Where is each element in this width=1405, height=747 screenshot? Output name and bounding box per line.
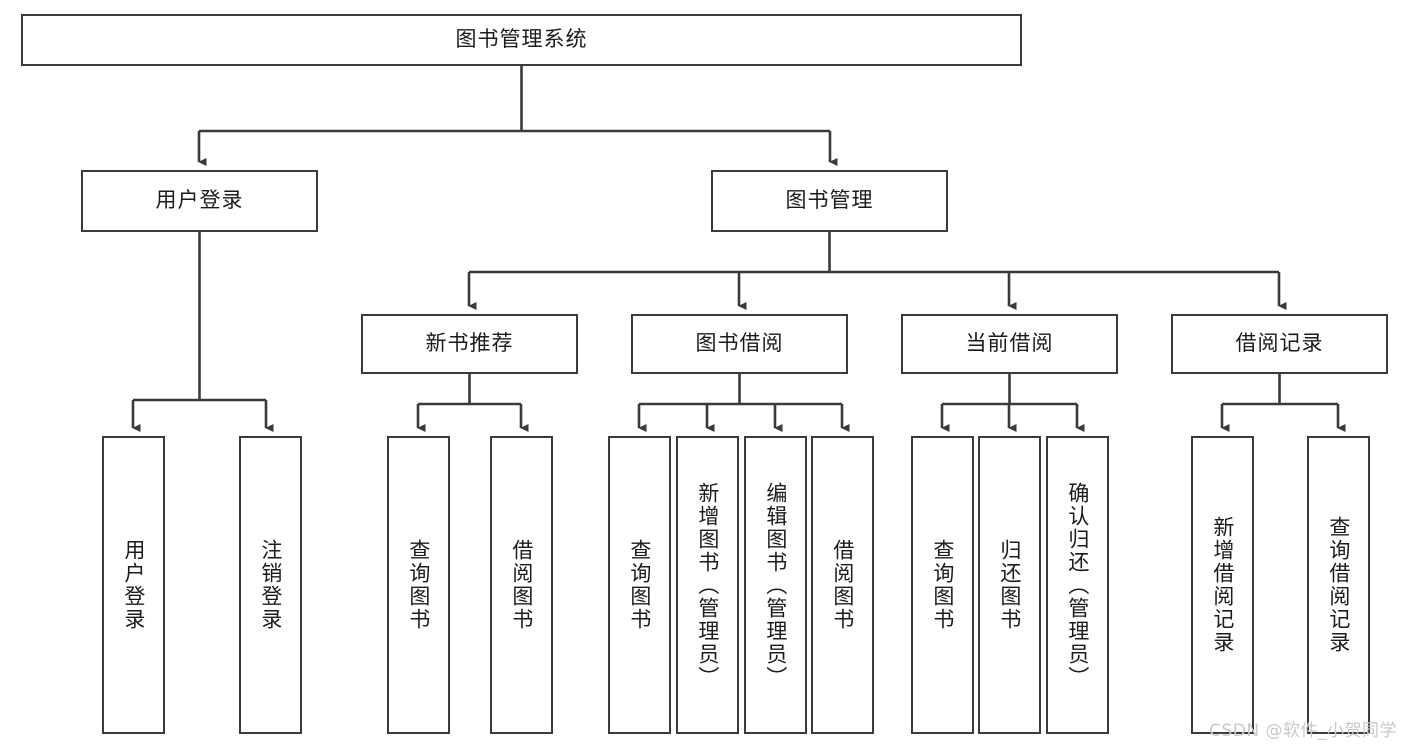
node-leaf-query-book-3[interactable]: 查询图书 (911, 436, 974, 734)
node-leaf-add-borrow-record[interactable]: 新增借阅记录 (1191, 436, 1254, 734)
node-label: 图书借阅 (695, 331, 784, 356)
node-label: 用户登录 (121, 539, 146, 631)
node-leaf-user-login[interactable]: 用户登录 (102, 436, 165, 734)
node-label: 新增图书（管理员） (695, 481, 720, 689)
node-book-management[interactable]: 图书管理 (711, 170, 948, 232)
node-label: 查询图书 (406, 539, 431, 631)
node-leaf-borrow-book-2[interactable]: 借阅图书 (811, 436, 874, 734)
node-leaf-logout-login[interactable]: 注销登录 (239, 436, 302, 734)
node-leaf-add-book[interactable]: 新增图书（管理员） (676, 436, 739, 734)
csdn-watermark: CSDN @软件_小贺同学 (1209, 721, 1397, 741)
node-label: 图书管理系统 (455, 27, 588, 52)
node-label: 新书推荐 (425, 331, 514, 356)
node-label: 新增借阅记录 (1210, 516, 1235, 654)
node-leaf-query-borrow-record[interactable]: 查询借阅记录 (1307, 436, 1370, 734)
node-leaf-borrow-book-1[interactable]: 借阅图书 (490, 436, 553, 734)
node-book-borrow[interactable]: 图书借阅 (631, 314, 848, 374)
node-label: 查询图书 (930, 539, 955, 631)
node-leaf-query-book-2[interactable]: 查询图书 (608, 436, 671, 734)
node-label: 当前借阅 (965, 331, 1054, 356)
node-label: 查询图书 (627, 539, 652, 631)
node-leaf-query-book-1[interactable]: 查询图书 (387, 436, 450, 734)
node-label: 图书管理 (785, 188, 874, 213)
node-label: 编辑图书（管理员） (763, 481, 788, 689)
node-user-login[interactable]: 用户登录 (81, 170, 318, 232)
node-label: 查询借阅记录 (1326, 516, 1351, 654)
node-leaf-confirm-return[interactable]: 确认归还（管理员） (1046, 436, 1109, 734)
node-new-book-recommend[interactable]: 新书推荐 (361, 314, 578, 374)
node-leaf-return-book[interactable]: 归还图书 (978, 436, 1041, 734)
node-borrow-record[interactable]: 借阅记录 (1171, 314, 1388, 374)
node-label: 借阅图书 (509, 539, 534, 631)
node-root-book-management-system[interactable]: 图书管理系统 (21, 14, 1022, 66)
node-label: 借阅图书 (830, 539, 855, 631)
node-label: 注销登录 (258, 539, 283, 631)
node-label: 确认归还（管理员） (1065, 481, 1090, 689)
node-label: 归还图书 (997, 539, 1022, 631)
node-leaf-edit-book[interactable]: 编辑图书（管理员） (744, 436, 807, 734)
node-label: 用户登录 (155, 188, 244, 213)
node-current-borrow[interactable]: 当前借阅 (901, 314, 1118, 374)
node-label: 借阅记录 (1235, 331, 1324, 356)
